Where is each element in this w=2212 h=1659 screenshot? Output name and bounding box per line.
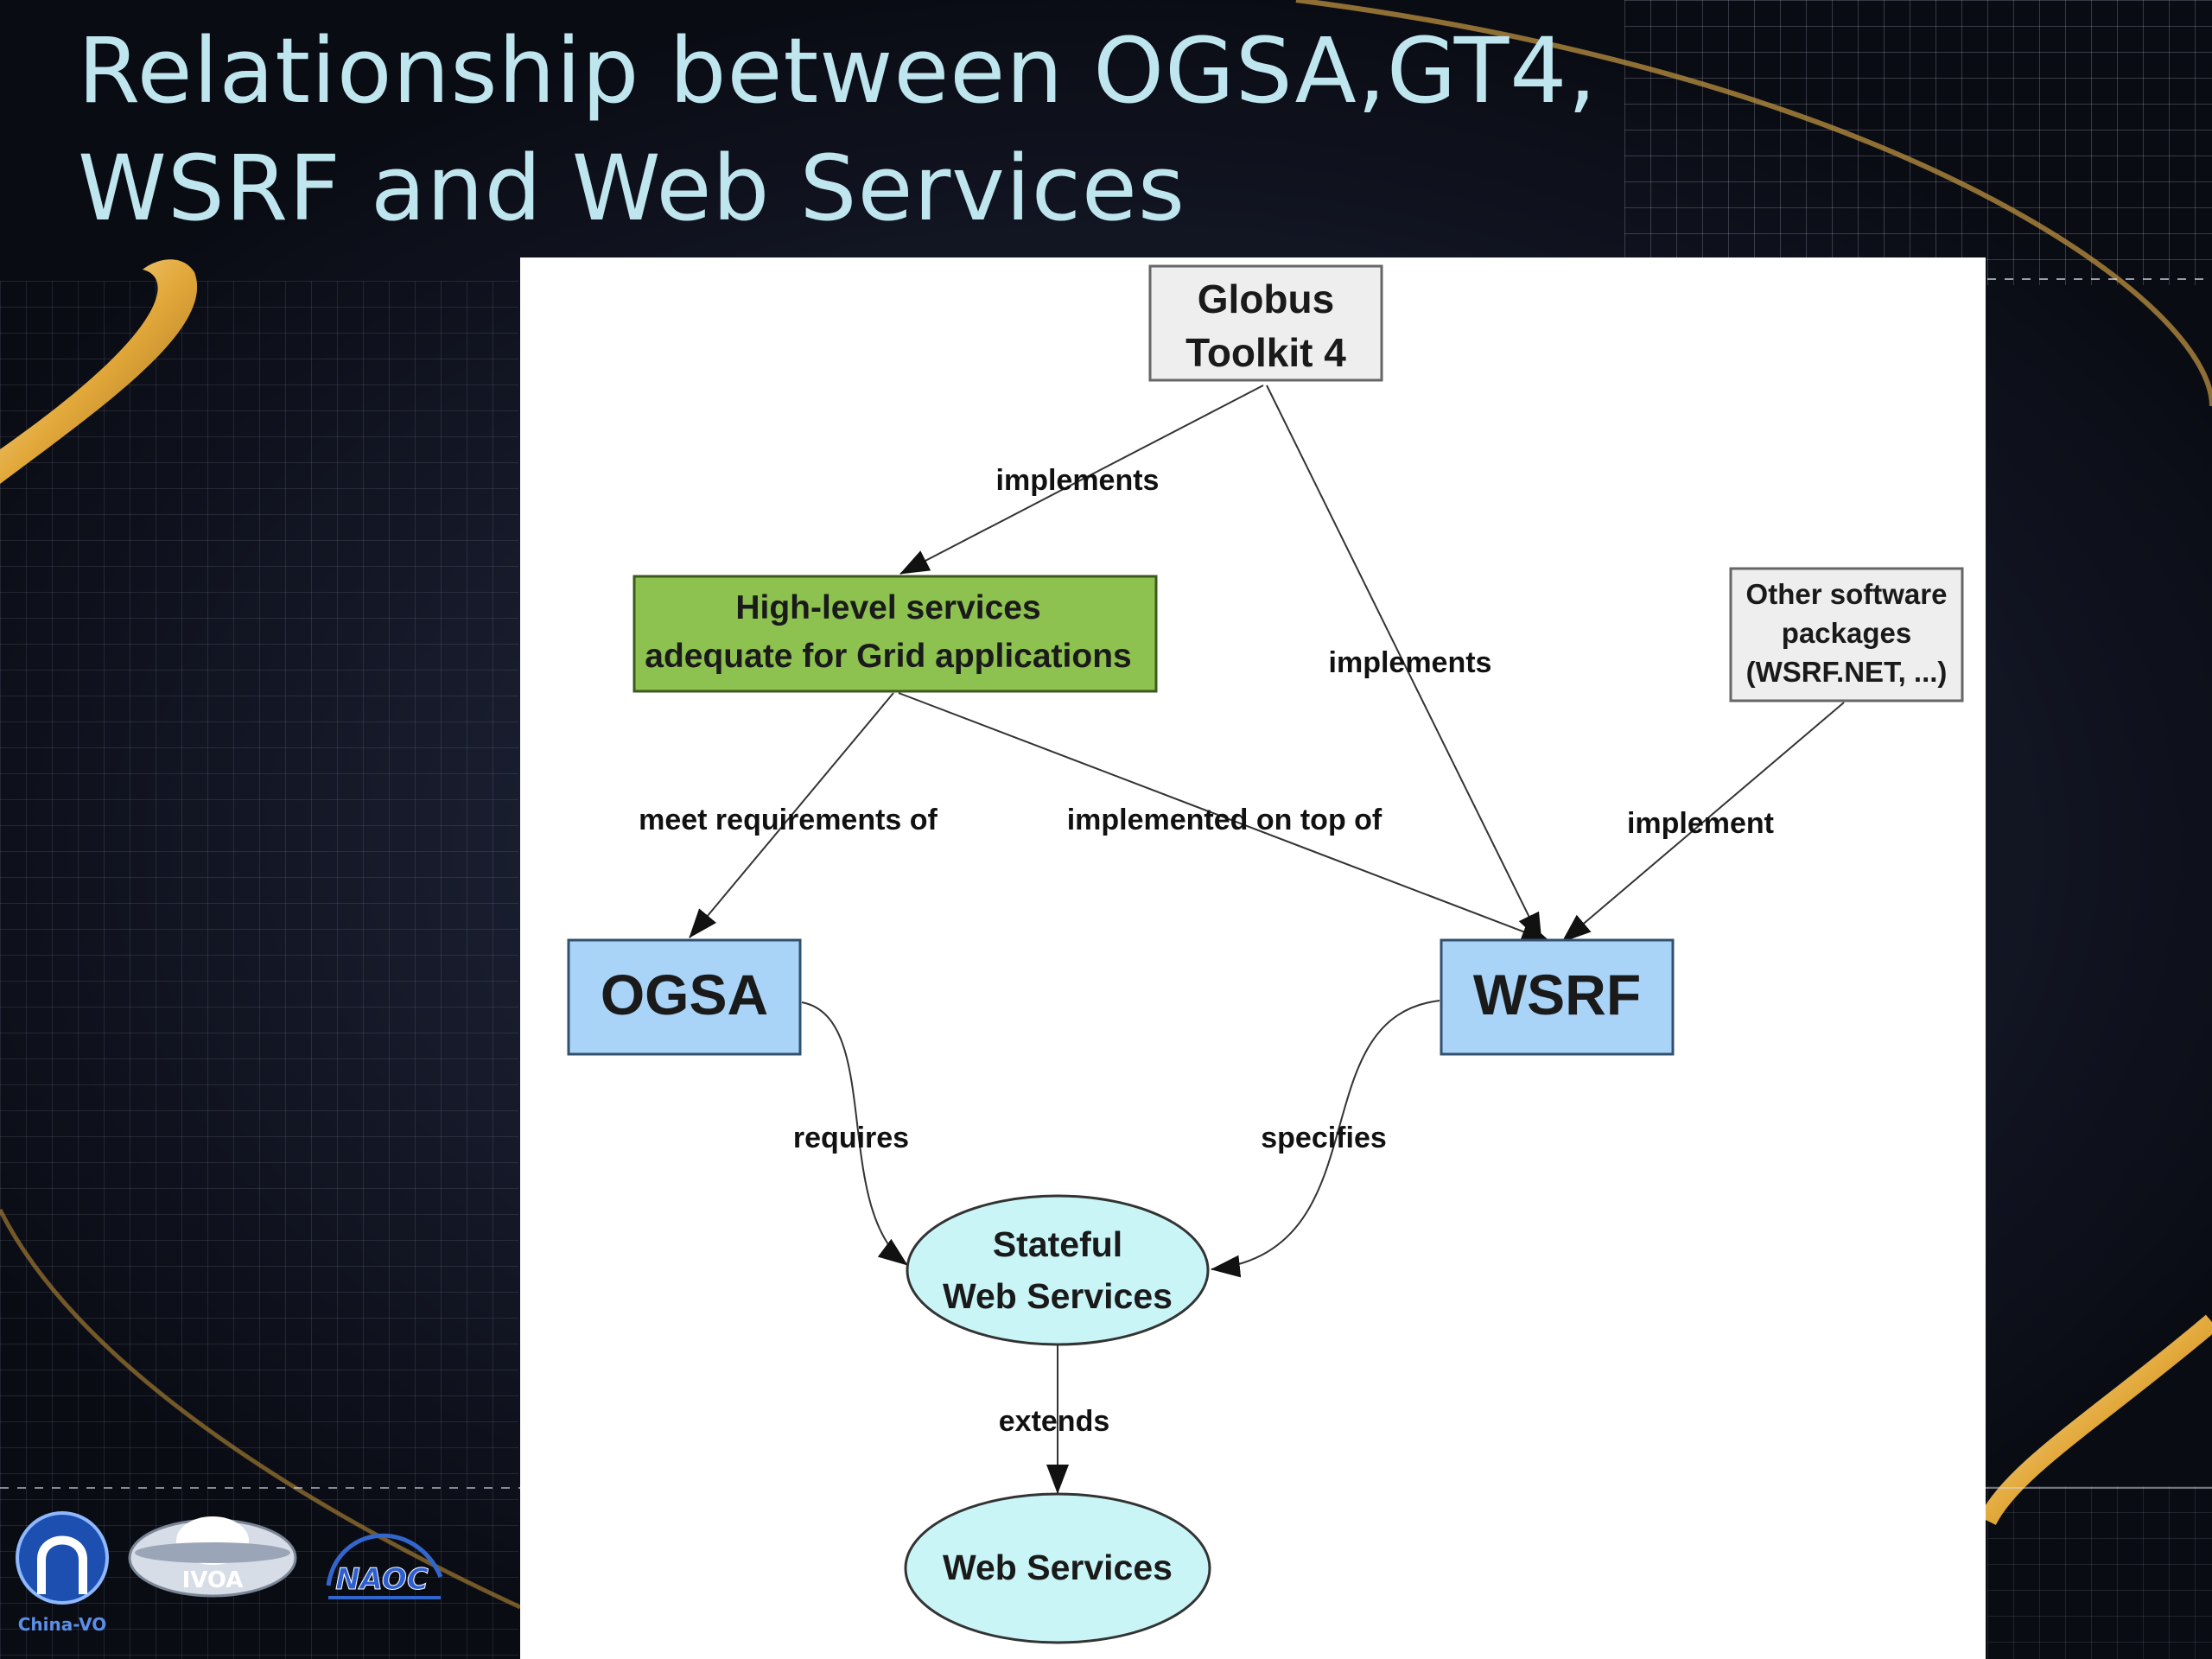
node-line: Globus [1198,276,1334,321]
naoc-logo: NAOC [326,1533,443,1599]
node-wsrf: WSRF [1440,938,1675,1056]
edge-gt4-implements-wsrf: implements [1266,385,1542,943]
node-other-software-packages: Other software packages (WSRF.NET, ...) [1729,567,1964,702]
edge-label: implement [1627,807,1774,840]
edge-label: specifies [1261,1122,1387,1154]
edge-label: implements [1329,646,1492,679]
ivoa-caption: IVOA [182,1567,244,1593]
background-grid-bottom-right [1987,1486,2212,1659]
node-line: adequate for Grid applications [645,638,1131,675]
edge-stateful-extends-ws: extends [999,1344,1110,1494]
node-high-level-services: High-level services adequate for Grid ap… [632,575,1158,693]
node-line: High-level services [735,589,1040,626]
china-vo-caption: China-VO [18,1614,106,1635]
edge-other-implement-wsrf: implement [1561,702,1845,943]
footer-logos: China-VO IVOA NAOC [9,1499,458,1642]
node-ogsa: OGSA [567,938,802,1056]
node-label: WSRF [1473,963,1641,1027]
background-grid-top-right [1624,0,2212,285]
node-line: Other software [1746,578,1948,610]
node-label: OGSA [601,963,768,1027]
edge-wsrf-specifies-stateful: specifies [1211,1000,1440,1278]
edge-ogsa-requires-stateful: requires [793,1001,909,1266]
edge-label: implements [996,464,1160,497]
background-grid-left [0,281,518,1659]
edge-label: implemented on top of [1067,804,1382,836]
logo-group: China-VO IVOA NAOC [16,1511,443,1635]
node-line: packages [1782,617,1911,649]
edge-label: extends [999,1405,1110,1438]
edge-high-level-meets-ogsa: meet requirements of [639,692,938,938]
node-line: (WSRF.NET, ...) [1746,656,1948,688]
naoc-caption: NAOC [335,1562,429,1597]
node-line: Toolkit 4 [1185,330,1346,375]
node-stateful-web-services: Stateful Web Services [906,1194,1210,1346]
china-vo-logo: China-VO [16,1511,109,1635]
edge-gt4-implements-high-level: implements [899,385,1264,575]
diagram-panel: implements implements implement meet req… [520,257,1986,1659]
edge-label: meet requirements of [639,804,938,836]
edge-high-level-on-top-of-wsrf: implemented on top of [898,692,1551,943]
node-line: Stateful [993,1224,1122,1264]
relationship-diagram: implements implements implement meet req… [567,264,1964,1644]
node-label: Web Services [943,1548,1173,1587]
node-globus-toolkit-4: Globus Toolkit 4 [1148,264,1383,382]
slide-title: Relationship between OGSA,GT4, WSRF and … [78,18,1598,241]
node-web-services: Web Services [904,1492,1211,1644]
edge-label: requires [793,1122,909,1154]
node-line: Web Services [943,1276,1173,1316]
ivoa-logo: IVOA [128,1516,297,1598]
